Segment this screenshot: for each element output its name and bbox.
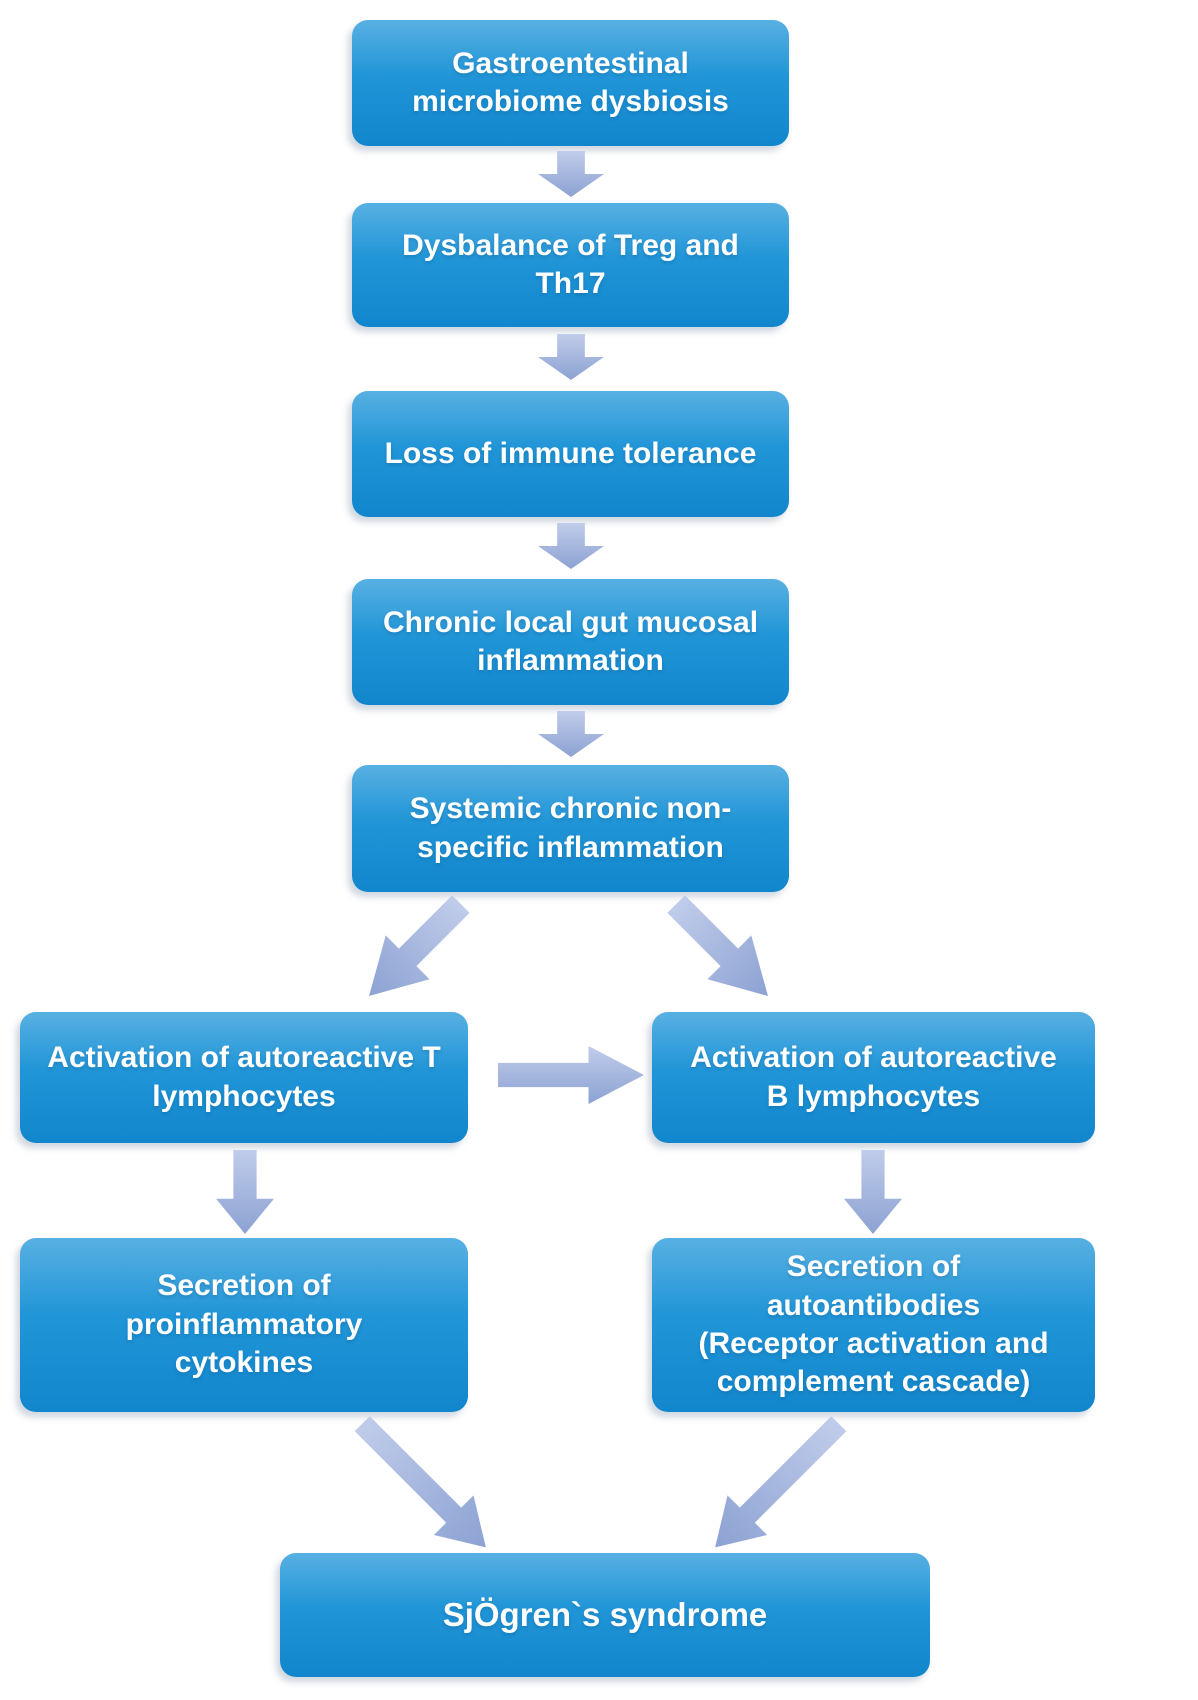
arrow-down-right-icon — [654, 882, 790, 1018]
node-loss-immune-tolerance: Loss of immune tolerance — [352, 391, 789, 517]
node-systemic-inflammation: Systemic chronic non- specific inflammat… — [352, 765, 789, 892]
arrow-right-icon — [498, 1046, 644, 1104]
node-treg-th17-dysbalance: Dysbalance of Treg and Th17 — [352, 203, 789, 327]
node-autoantibodies-secretion: Secretion of autoantibodies (Receptor ac… — [652, 1238, 1095, 1412]
node-autoreactive-t-lymphocytes: Activation of autoreactive T lymphocytes — [20, 1012, 468, 1143]
arrow-down-right-icon — [342, 1404, 505, 1567]
node-sjogrens-syndrome: SjÖgren`s syndrome — [280, 1553, 930, 1677]
arrow-down-icon — [538, 711, 604, 757]
node-autoreactive-b-lymphocytes: Activation of autoreactive B lymphocytes — [652, 1012, 1095, 1143]
arrow-down-icon — [538, 151, 604, 197]
arrow-down-left-icon — [347, 882, 483, 1018]
arrow-down-icon — [216, 1150, 274, 1234]
node-gut-mucosal-inflammation: Chronic local gut mucosal inflammation — [352, 579, 789, 705]
node-proinflammatory-cytokines: Secretion of proinflammatory cytokines — [20, 1238, 468, 1412]
node-gastroentestinal-dysbiosis: Gastroentestinal microbiome dysbiosis — [352, 20, 789, 146]
arrow-down-left-icon — [695, 1404, 858, 1567]
arrow-down-icon — [844, 1150, 902, 1234]
arrow-down-icon — [538, 523, 604, 569]
arrow-down-icon — [538, 334, 604, 380]
